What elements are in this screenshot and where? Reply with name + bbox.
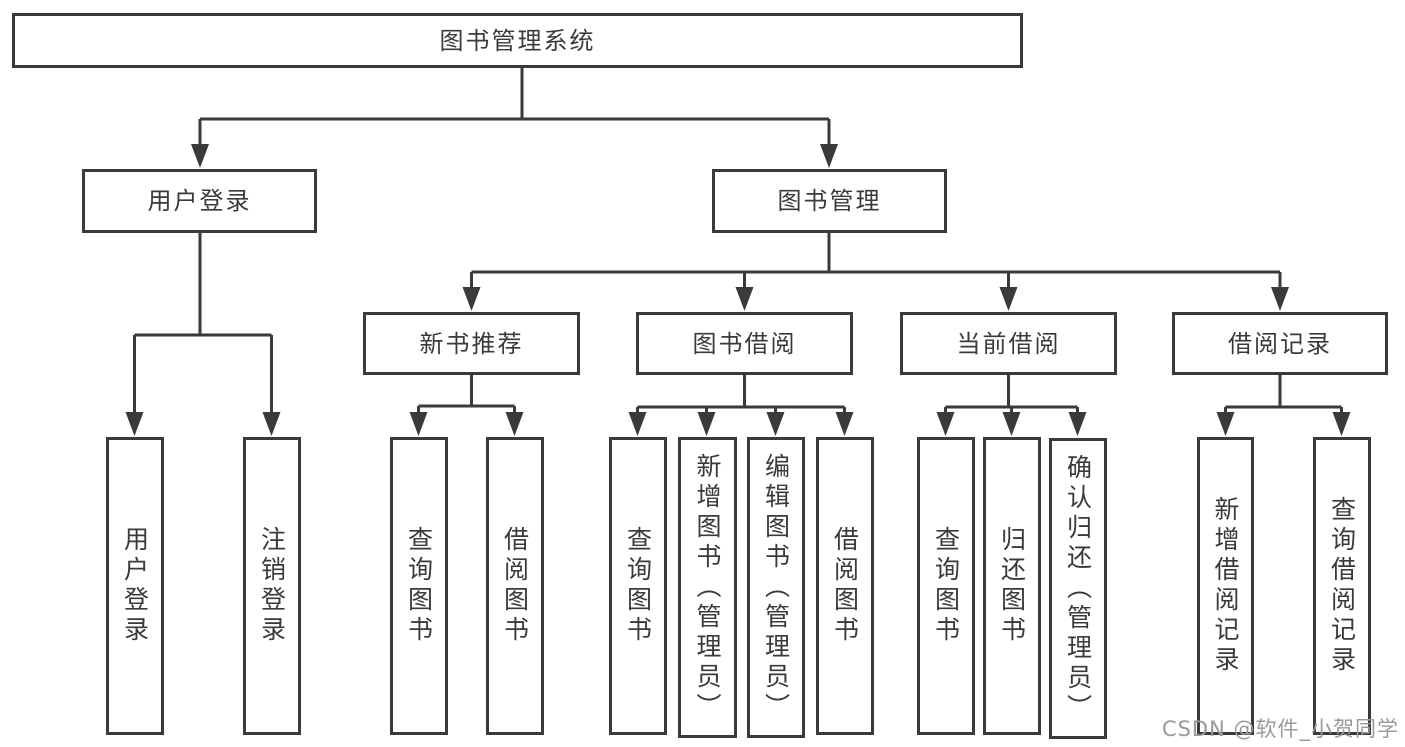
- leaf-cb-confirm-return-admin: 确认归还（管理员）: [1049, 438, 1107, 739]
- leaf-rec-query-books: 查询图书: [390, 437, 448, 735]
- leaf-rr-add-borrow-record: 新增借阅记录: [1197, 437, 1254, 735]
- node-new-book-recommend: 新书推荐: [363, 312, 580, 375]
- leaf-bb-borrow-books-label: 借阅图书: [830, 526, 860, 646]
- leaf-logout-label: 注销登录: [257, 526, 287, 646]
- node-user-login-label: 用户登录: [147, 187, 252, 215]
- leaf-bb-add-books-admin: 新增图书（管理员）: [678, 437, 737, 738]
- leaf-rec-borrow-books: 借阅图书: [486, 437, 544, 735]
- node-book-borrowing: 图书借阅: [636, 312, 853, 375]
- node-current-borrowing-label: 当前借阅: [956, 329, 1061, 358]
- node-book-management-label: 图书管理: [777, 187, 882, 215]
- node-user-login: 用户登录: [82, 169, 317, 233]
- node-borrowing-records: 借阅记录: [1172, 312, 1388, 375]
- leaf-bb-add-books-admin-label: 新增图书（管理员）: [693, 452, 722, 723]
- node-book-management: 图书管理: [712, 169, 947, 233]
- leaf-cb-return-books: 归还图书: [983, 437, 1041, 735]
- node-root: 图书管理系统: [12, 13, 1023, 68]
- node-borrowing-records-label: 借阅记录: [1228, 329, 1332, 358]
- leaf-bb-query-books: 查询图书: [609, 437, 667, 735]
- leaf-cb-query-books: 查询图书: [917, 437, 975, 735]
- node-current-borrowing: 当前借阅: [900, 312, 1117, 375]
- leaf-bb-edit-books-admin-label: 编辑图书（管理员）: [761, 452, 791, 723]
- leaf-rr-add-borrow-record-label: 新增借阅记录: [1211, 496, 1240, 676]
- leaf-user-login: 用户登录: [106, 437, 164, 735]
- leaf-cb-confirm-return-admin-label: 确认归还（管理员）: [1063, 453, 1093, 724]
- leaf-bb-query-books-label: 查询图书: [623, 526, 653, 646]
- leaf-cb-return-books-label: 归还图书: [997, 526, 1027, 646]
- csdn-watermark: CSDN @软件_小贺同学: [1161, 717, 1399, 741]
- node-new-book-recommend-label: 新书推荐: [419, 329, 524, 358]
- leaf-logout: 注销登录: [243, 437, 301, 735]
- leaf-rec-borrow-books-label: 借阅图书: [500, 526, 530, 646]
- leaf-bb-borrow-books: 借阅图书: [816, 437, 874, 735]
- leaf-bb-edit-books-admin: 编辑图书（管理员）: [747, 437, 805, 738]
- node-root-label: 图书管理系统: [439, 26, 596, 55]
- leaf-user-login-label: 用户登录: [120, 526, 150, 646]
- leaf-rr-query-borrow-record-label: 查询借阅记录: [1327, 496, 1357, 676]
- leaf-rr-query-borrow-record: 查询借阅记录: [1313, 437, 1371, 735]
- leaf-cb-query-books-label: 查询图书: [931, 526, 961, 646]
- node-book-borrowing-label: 图书借阅: [692, 329, 797, 358]
- leaf-rec-query-books-label: 查询图书: [404, 526, 434, 646]
